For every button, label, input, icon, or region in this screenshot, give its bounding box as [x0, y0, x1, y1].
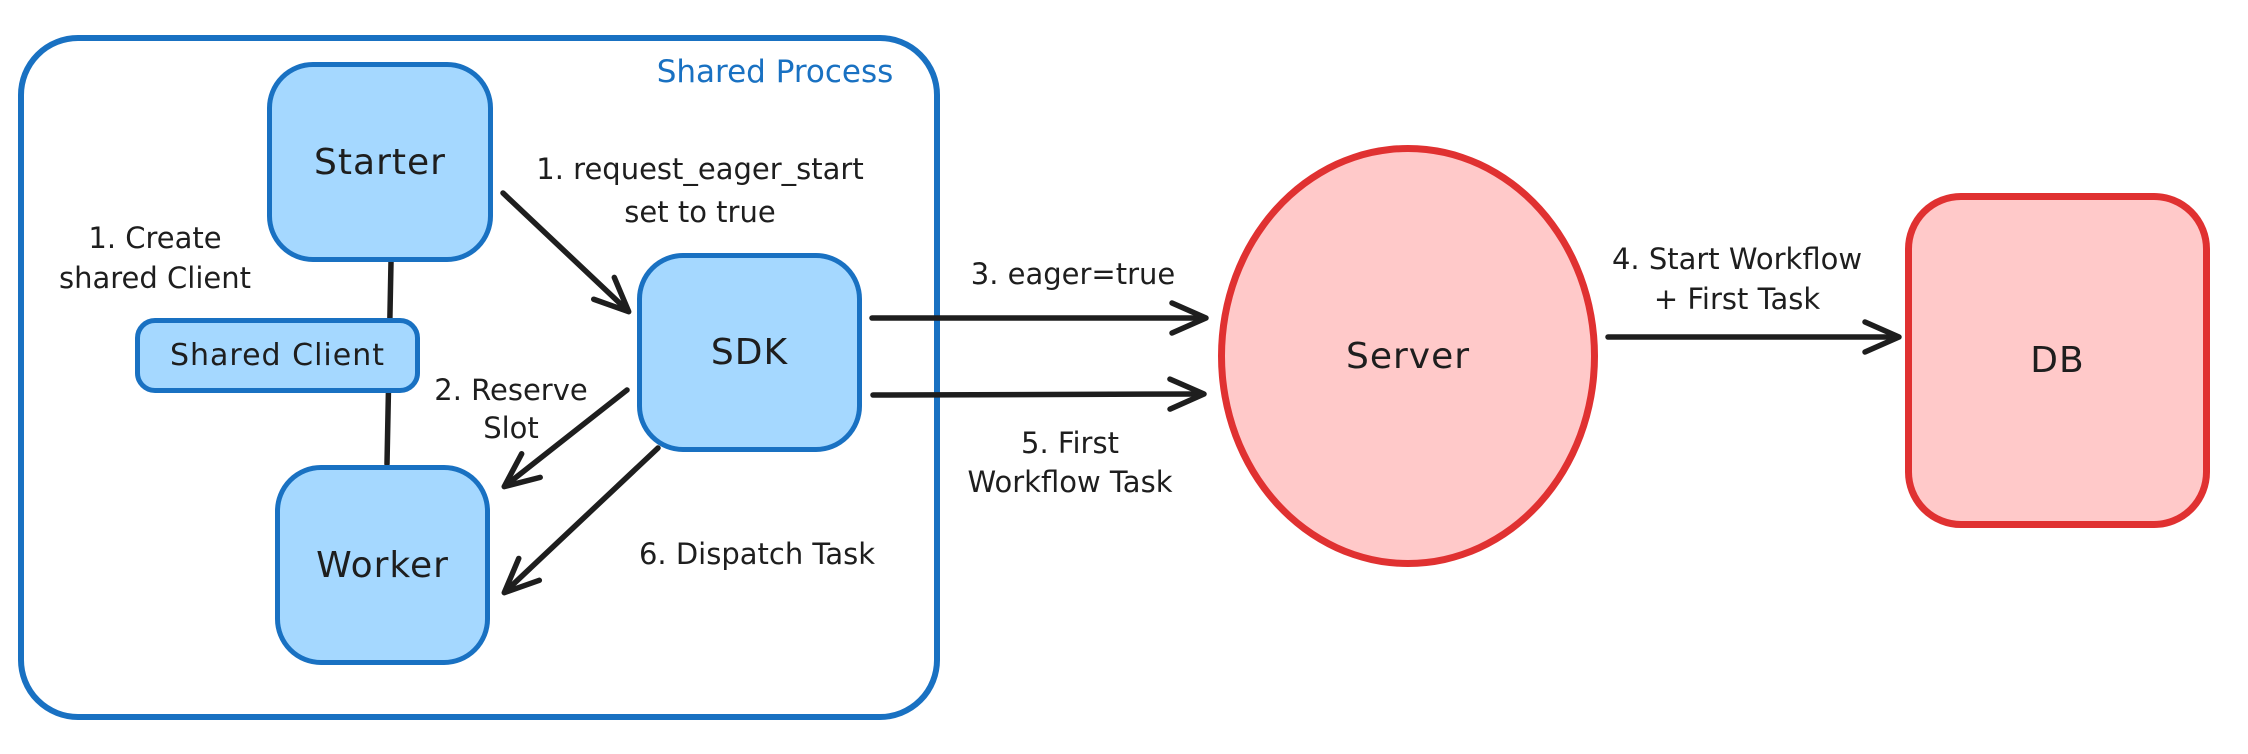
shared-process-group: [18, 35, 940, 720]
annotation-line: 6. Dispatch Task: [638, 537, 876, 571]
annotation-line: 1. Create: [88, 221, 222, 255]
annotation-first-workflow-task: 5. First Workflow Task: [920, 424, 1220, 502]
shared-process-label: Shared Process: [656, 54, 894, 90]
node-sdk: SDK: [637, 253, 862, 452]
node-server: Server: [1218, 145, 1598, 567]
node-sdk-label: SDK: [710, 332, 789, 373]
node-shared-client: Shared Client: [135, 318, 420, 393]
annotation-dispatch-task: 6. Dispatch Task: [607, 534, 907, 574]
node-shared-client-label: Shared Client: [169, 338, 385, 373]
arrow-sdk-to-worker-dispatch-task: [501, 445, 661, 596]
annotation-line: 1. request_eager_start: [536, 152, 864, 186]
annotation-reserve-slot: 2. Reserve Slot: [411, 371, 611, 447]
node-worker: Worker: [275, 465, 490, 665]
annotation-create-shared-client: 1. Create shared Client: [15, 218, 295, 298]
annotation-request-eager-start: 1. request_eager_start set to true: [520, 148, 880, 234]
arrow-starter-to-sdk: [500, 190, 632, 315]
annotation-line: Workflow Task: [967, 465, 1173, 499]
node-db-label: DB: [2030, 340, 2085, 381]
node-db: DB: [1905, 193, 2210, 528]
annotation-eager-true: 3. eager=true: [923, 254, 1223, 294]
arrow-sdk-to-worker-reserve-slot: [501, 387, 630, 490]
annotation-line: 4. Start Workflow: [1611, 242, 1863, 276]
node-server-label: Server: [1345, 335, 1471, 377]
node-starter-label: Starter: [314, 141, 446, 183]
annotation-line: 2. Reserve: [434, 373, 588, 407]
annotation-line: shared Client: [59, 261, 251, 295]
annotation-line: Slot: [483, 411, 539, 445]
node-starter: Starter: [267, 62, 493, 262]
annotation-line: set to true: [624, 195, 776, 229]
annotation-start-workflow-first-task: 4. Start Workflow + First Task: [1587, 239, 1887, 319]
arrow-sdk-to-server-first-workflow-task: [870, 376, 1207, 412]
annotation-line: 3. eager=true: [970, 257, 1176, 291]
node-worker-label: Worker: [316, 544, 449, 586]
annotation-line: 5. First: [1021, 426, 1119, 460]
annotation-line: + First Task: [1653, 282, 1821, 316]
